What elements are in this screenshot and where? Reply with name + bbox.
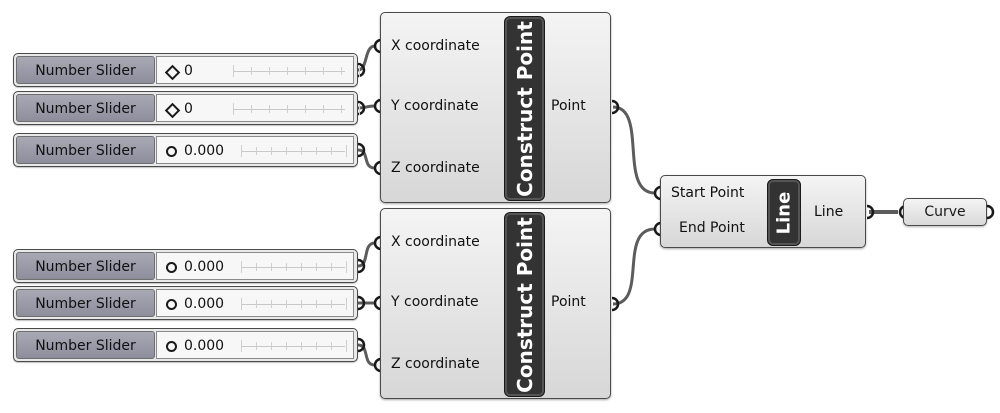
output-grip: [357, 295, 366, 311]
diamond-icon: [164, 102, 181, 119]
input-grip: [373, 235, 382, 251]
slider-track[interactable]: 0.000: [156, 252, 354, 280]
ring-icon: [166, 146, 177, 157]
output-grip: [611, 99, 620, 115]
slider-label: Number Slider: [16, 289, 155, 317]
input-grip: [653, 221, 662, 237]
input-start-point[interactable]: Start Point: [671, 185, 745, 201]
slider-track[interactable]: 0: [156, 94, 360, 122]
curve-label: Curve: [924, 204, 966, 220]
input-grip: [373, 160, 382, 176]
output-grip: [357, 142, 366, 158]
input-grip: [373, 295, 382, 311]
line-component[interactable]: Start Point End Point Line Line: [660, 175, 866, 248]
ring-icon: [166, 341, 177, 352]
slider-rail[interactable]: [241, 145, 347, 157]
component-name-badge: Construct Point: [504, 16, 545, 201]
slider-value: 0.000: [184, 259, 225, 275]
input-y-coordinate[interactable]: Y coordinate: [391, 294, 479, 310]
wire: [357, 104, 376, 110]
component-name: Line: [773, 191, 795, 234]
construct-point-component-2[interactable]: X coordinate Y coordinate Z coordinate C…: [380, 208, 611, 399]
wire: [357, 44, 376, 72]
output-point[interactable]: Point: [551, 98, 586, 114]
output-line[interactable]: Line: [814, 204, 844, 220]
slider-track[interactable]: 0: [156, 56, 360, 84]
input-z-coordinate[interactable]: Z coordinate: [391, 160, 480, 176]
slider-track[interactable]: 0.000: [156, 289, 354, 317]
ring-icon: [166, 299, 177, 310]
input-x-coordinate[interactable]: X coordinate: [391, 38, 480, 54]
component-name: Construct Point: [512, 20, 537, 197]
curve-param[interactable]: Curve: [903, 198, 987, 226]
slider-label: Number Slider: [16, 136, 155, 164]
output-grip: [866, 204, 875, 220]
wire: [612, 105, 656, 195]
slider-label: Number Slider: [16, 94, 155, 122]
output-grip: [357, 258, 366, 274]
output-point[interactable]: Point: [551, 294, 586, 310]
component-name-badge: Line: [767, 179, 801, 246]
number-slider-3[interactable]: Number Slider 0.000: [13, 133, 358, 167]
slider-value: 0: [184, 63, 193, 79]
slider-rail[interactable]: [241, 261, 347, 273]
input-grip: [653, 185, 662, 201]
slider-rail[interactable]: [233, 65, 360, 77]
wire: [612, 227, 656, 306]
slider-value: 0: [184, 101, 193, 117]
input-grip: [373, 357, 382, 373]
input-x-coordinate[interactable]: X coordinate: [391, 234, 480, 250]
input-grip: [373, 38, 382, 54]
input-z-coordinate[interactable]: Z coordinate: [391, 356, 480, 372]
slider-rail[interactable]: [241, 340, 347, 352]
output-grip: [611, 296, 620, 312]
slider-label: Number Slider: [16, 252, 155, 280]
slider-rail[interactable]: [233, 103, 360, 115]
ring-icon: [166, 262, 177, 273]
number-slider-1[interactable]: Number Slider 0: [13, 53, 360, 87]
slider-track[interactable]: 0.000: [156, 136, 354, 164]
slider-value: 0.000: [184, 296, 225, 312]
slider-label: Number Slider: [16, 331, 155, 359]
diamond-icon: [164, 64, 181, 81]
wire: [357, 241, 376, 268]
component-name: Construct Point: [512, 216, 537, 393]
slider-track[interactable]: 0.000: [156, 331, 354, 359]
number-slider-4[interactable]: Number Slider 0.000: [13, 249, 358, 283]
input-end-point[interactable]: End Point: [679, 220, 745, 236]
output-grip: [357, 337, 366, 353]
number-slider-5[interactable]: Number Slider 0.000: [13, 286, 358, 320]
input-y-coordinate[interactable]: Y coordinate: [391, 98, 479, 114]
input-grip: [373, 98, 382, 114]
construct-point-component-1[interactable]: X coordinate Y coordinate Z coordinate C…: [380, 12, 611, 203]
wire: [357, 148, 376, 170]
slider-rail[interactable]: [241, 298, 347, 310]
slider-value: 0.000: [184, 143, 225, 159]
slider-label: Number Slider: [16, 56, 155, 84]
wire: [357, 343, 376, 367]
component-name-badge: Construct Point: [504, 212, 545, 397]
number-slider-2[interactable]: Number Slider 0: [13, 91, 360, 125]
slider-value: 0.000: [184, 338, 225, 354]
number-slider-6[interactable]: Number Slider 0.000: [13, 328, 358, 362]
output-grip: [986, 204, 995, 220]
